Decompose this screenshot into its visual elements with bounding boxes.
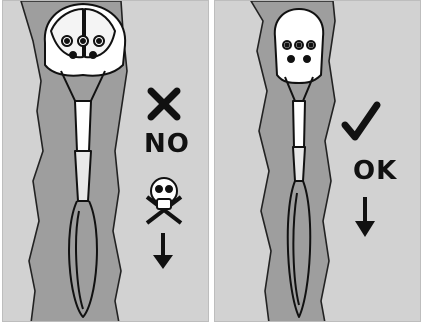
panel-placement-correct: OK [214, 0, 421, 322]
verdict-label-ok: OK [353, 156, 397, 186]
skull-and-crossbones-icon [147, 178, 181, 223]
verdict-label-no: NO [144, 129, 190, 159]
arrow-down-icon [355, 197, 375, 237]
illustration-wrong [3, 1, 209, 322]
arrow-down-icon [153, 233, 173, 269]
cross-icon [151, 91, 177, 117]
panel-placement-wrong: NO [2, 0, 209, 322]
checkmark-icon [345, 105, 377, 137]
